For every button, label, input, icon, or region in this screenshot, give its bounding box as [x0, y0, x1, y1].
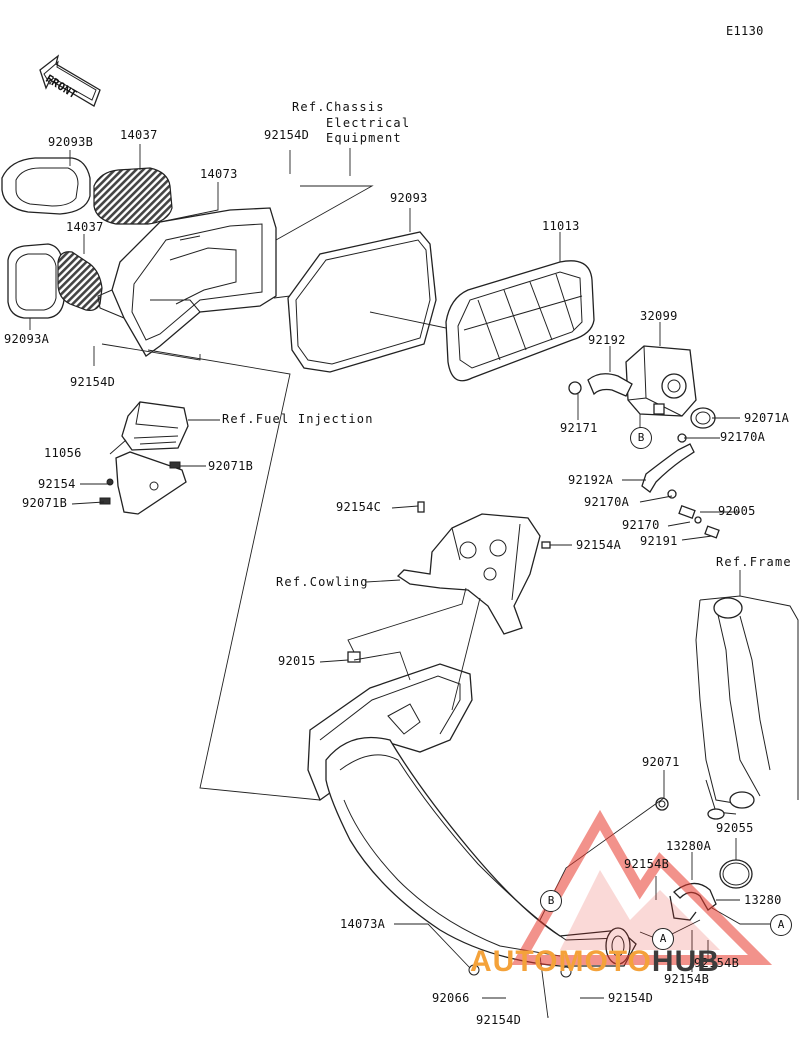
ring-92071A — [690, 407, 716, 429]
label-92154C: 92154C — [336, 500, 382, 514]
label-14037-top: 14037 — [120, 128, 158, 142]
label-11056: 11056 — [44, 446, 82, 460]
label-92154A: 92154A — [576, 538, 622, 552]
front-arrow-icon — [39, 54, 101, 107]
label-14073: 14073 — [200, 167, 238, 181]
label-92191: 92191 — [640, 534, 678, 548]
ref-frame: Ref.Frame — [716, 555, 792, 569]
ref-cowling: Ref.Cowling — [276, 575, 369, 589]
watermark-text: AUTOMOTOHUB — [470, 945, 720, 979]
callout-A-left: A — [652, 928, 674, 950]
cover-92093A — [7, 243, 65, 319]
bracket-92071B — [99, 451, 187, 515]
label-13280A: 13280A — [666, 839, 712, 853]
hose-92192A — [641, 433, 695, 499]
label-92093B: 92093B — [48, 135, 94, 149]
gasket-92093 — [287, 231, 437, 373]
label-14037-left: 14037 — [66, 220, 104, 234]
label-92093: 92093 — [390, 191, 428, 205]
label-92071B-right: 92071B — [208, 459, 254, 473]
label-92154: 92154 — [38, 477, 76, 491]
watermark-part2: HUB — [651, 945, 720, 978]
label-92154B-2: 92154B — [694, 956, 740, 970]
cowling-bracket — [396, 501, 551, 635]
resonator-32099 — [625, 345, 697, 417]
ref-chassis-line2: Electrical — [326, 116, 411, 130]
label-92154D-bottom2: 92154D — [476, 1013, 522, 1027]
ref-chassis-line1: Ref.Chassis — [292, 100, 385, 114]
air-filter-11013 — [445, 260, 595, 382]
label-92005: 92005 — [718, 504, 756, 518]
label-92154B-3: 92154B — [664, 972, 710, 986]
watermark-logo — [511, 809, 773, 965]
label-92154D-bottom1: 92154D — [608, 991, 654, 1005]
label-92170A-2: 92170A — [584, 495, 630, 509]
watermark-part1: AUTOMOTO — [470, 945, 652, 978]
label-92154D-top: 92154D — [264, 128, 310, 142]
label-92192A: 92192A — [568, 473, 614, 487]
label-92066: 92066 — [432, 991, 470, 1005]
label-92154D-left: 92154D — [70, 375, 116, 389]
ref-fuel-injection: Ref.Fuel Injection — [222, 412, 374, 426]
label-14073A: 14073A — [340, 917, 386, 931]
fitting-92005 — [678, 505, 720, 539]
mesh-14037-top — [93, 167, 173, 225]
label-13280: 13280 — [744, 893, 782, 907]
label-92071: 92071 — [642, 755, 680, 769]
label-92154B-1: 92154B — [624, 857, 670, 871]
label-92171: 92171 — [560, 421, 598, 435]
label-92015: 92015 — [278, 654, 316, 668]
label-11013: 11013 — [542, 219, 580, 233]
label-92055: 92055 — [716, 821, 754, 835]
ref-chassis-line3: Equipment — [326, 131, 402, 145]
duct-14073 — [97, 207, 277, 357]
callout-A-right: A — [770, 914, 792, 936]
grommet-92015 — [347, 651, 361, 663]
diagram-code: E1130 — [726, 24, 764, 38]
label-92071A: 92071A — [744, 411, 790, 425]
mesh-14037-left — [57, 251, 103, 311]
hose-92192 — [568, 373, 633, 397]
snorkel-11056 — [121, 401, 189, 451]
callout-B-upper: B — [630, 427, 652, 449]
label-32099: 32099 — [640, 309, 678, 323]
label-92170: 92170 — [622, 518, 660, 532]
label-92071B-left: 92071B — [22, 496, 68, 510]
label-92170A-1: 92170A — [720, 430, 766, 444]
cover-92093B — [1, 157, 91, 215]
callout-B-lower: B — [540, 890, 562, 912]
label-92192: 92192 — [588, 333, 626, 347]
frame — [695, 595, 799, 820]
ring-92055 — [719, 859, 753, 889]
label-92093A: 92093A — [4, 332, 50, 346]
